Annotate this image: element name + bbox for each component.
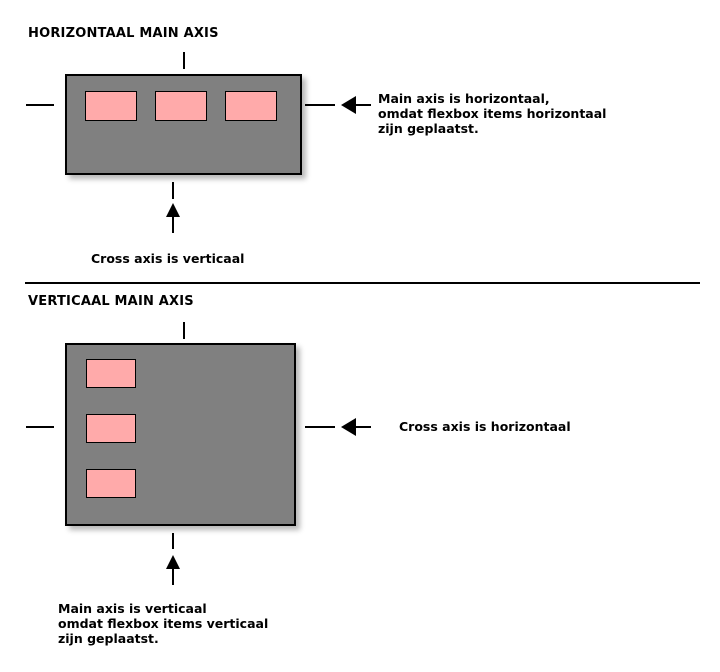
arrow-up-tail-main-axis bbox=[172, 565, 174, 585]
section-divider bbox=[25, 282, 700, 284]
flex-container-row bbox=[65, 74, 302, 175]
axis-tick-left-horizontal-section bbox=[26, 104, 54, 106]
annotation-main-axis-horizontal: Main axis is horizontaal,omdat flexbox i… bbox=[378, 91, 606, 136]
annotation-line-1: Main axis is verticaal bbox=[58, 601, 207, 616]
arrow-left-tail-main-axis bbox=[355, 104, 371, 106]
axis-tick-left-vertical-section bbox=[26, 426, 54, 428]
arrow-left-icon-cross-axis bbox=[341, 418, 356, 436]
flex-container-column bbox=[65, 343, 296, 526]
flex-item-row-1 bbox=[85, 91, 137, 121]
axis-tick-right-vertical-section bbox=[305, 426, 335, 428]
section-title-vertical: VERTICAAL MAIN AXIS bbox=[28, 294, 194, 309]
axis-tick-right-horizontal-section bbox=[305, 104, 335, 106]
annotation-line-1: Main axis is horizontaal, bbox=[378, 91, 550, 106]
flex-item-row-3 bbox=[225, 91, 277, 121]
arrow-left-tail-cross-axis bbox=[355, 426, 371, 428]
arrow-up-tail-cross-axis bbox=[172, 213, 174, 233]
axis-tick-bottom-horizontal-section bbox=[172, 182, 174, 199]
arrow-up-icon-cross-axis bbox=[166, 203, 180, 217]
axis-tick-top-vertical-section bbox=[183, 322, 185, 339]
arrow-up-icon-main-axis bbox=[166, 555, 180, 569]
annotation-line-2: omdat flexbox items verticaal bbox=[58, 616, 269, 631]
flex-item-column-1 bbox=[86, 359, 136, 388]
annotation-line-3: zijn geplaatst. bbox=[58, 631, 159, 646]
axis-tick-bottom-vertical-section bbox=[172, 533, 174, 549]
axis-tick-top-horizontal-section bbox=[183, 52, 185, 69]
annotation-cross-axis-vertical: Cross axis is verticaal bbox=[91, 251, 245, 266]
section-title-horizontal: HORIZONTAAL MAIN AXIS bbox=[28, 26, 219, 41]
annotation-line-3: zijn geplaatst. bbox=[378, 121, 479, 136]
annotation-line-2: omdat flexbox items horizontaal bbox=[378, 106, 607, 121]
annotation-cross-axis-horizontal: Cross axis is horizontaal bbox=[399, 419, 571, 434]
flex-item-column-3 bbox=[86, 469, 136, 498]
flex-item-column-2 bbox=[86, 414, 136, 443]
flex-item-row-2 bbox=[155, 91, 207, 121]
arrow-left-icon-main-axis bbox=[341, 96, 356, 114]
